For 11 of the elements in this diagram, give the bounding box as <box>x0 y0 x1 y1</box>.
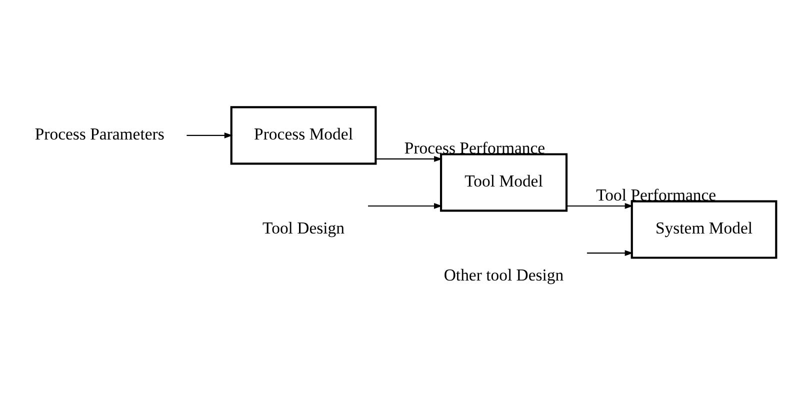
node-box: Process Model <box>230 106 377 164</box>
node-box: System Model <box>630 200 778 258</box>
node-text: Process Parameters <box>34 124 164 143</box>
arrow <box>586 250 634 256</box>
arrow <box>368 202 442 208</box>
arrow <box>186 132 233 138</box>
arrow <box>566 202 634 208</box>
node-text: Tool Design <box>262 218 344 237</box>
node-text: Other tool Design <box>444 265 564 284</box>
node-box: Tool Model <box>440 152 568 212</box>
arrow <box>376 156 442 162</box>
